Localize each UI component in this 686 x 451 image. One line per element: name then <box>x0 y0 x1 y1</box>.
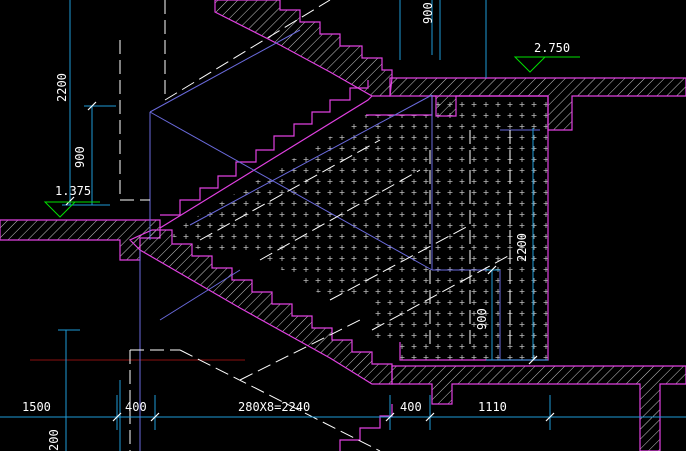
dim-bottom-1: 1500 <box>22 400 51 414</box>
dim-bottom-4: 400 <box>400 400 422 414</box>
dim-bottom-3: 280X8=2240 <box>238 400 310 414</box>
hidden-lines <box>119 0 511 451</box>
dim-right-partial: 900 <box>475 308 489 330</box>
lower-stair-flight <box>128 229 393 385</box>
upper-stair-flight <box>214 0 393 97</box>
dim-bottom-5: 1110 <box>478 400 507 414</box>
dimension-ticks <box>65 101 555 422</box>
dim-top-vertical: 900 <box>421 2 435 24</box>
level-upper-label: 2.750 <box>534 41 570 55</box>
dim-left-total: 2200 <box>55 73 69 102</box>
dim-bottom-left-cut: 200 <box>47 429 61 451</box>
level-marker-lower: 1.375 <box>43 184 100 218</box>
dim-bottom-2: 400 <box>125 400 147 414</box>
middle-stair-steps <box>160 80 369 216</box>
middle-stair-soffit <box>159 95 373 229</box>
dim-left-partial: 900 <box>73 146 87 168</box>
level-marker-upper: 2.750 <box>513 41 580 73</box>
dim-right-total: 2200 <box>515 233 529 262</box>
level-lower-label: 1.375 <box>55 184 91 198</box>
bottom-landing-slab <box>391 365 686 451</box>
